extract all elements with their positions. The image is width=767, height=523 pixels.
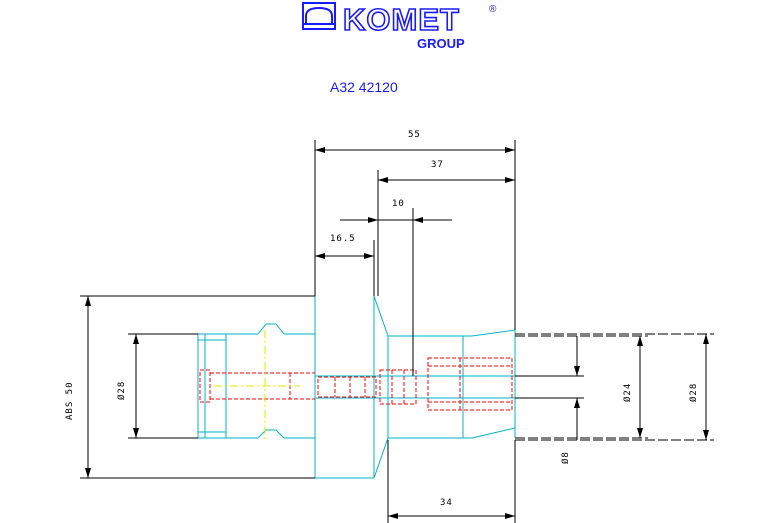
brand-name: KOMET <box>343 2 460 37</box>
dim-overall-length: 55 <box>408 130 421 140</box>
part-outline <box>197 295 576 479</box>
center-lines <box>214 330 300 440</box>
dimension-lines <box>80 140 714 523</box>
part-number: A32 42120 <box>330 79 398 95</box>
dim-abs-size: ABS 50 <box>65 381 75 420</box>
dim-bottom-length: 34 <box>440 498 453 508</box>
dim-left-diameter: Ø28 <box>116 381 127 400</box>
dim-shank-length: 37 <box>431 160 444 170</box>
dim-inner-offset: 10 <box>392 199 405 209</box>
dim-bore-diameter: Ø8 <box>560 451 571 464</box>
registered-mark: ® <box>489 4 497 15</box>
dim-right-diameter: Ø28 <box>688 383 699 402</box>
dim-mid-diameter: Ø24 <box>622 383 633 402</box>
dimension-labels: 55 37 10 16.5 34 ABS 50 Ø28 Ø8 Ø24 Ø28 <box>65 130 699 508</box>
brand-group: GROUP <box>417 36 465 51</box>
komet-logo: KOMET ® GROUP <box>302 1 497 51</box>
dim-flange-width: 16.5 <box>330 234 356 244</box>
komet-emblem-icon <box>302 2 336 30</box>
hidden-lines <box>199 357 513 411</box>
